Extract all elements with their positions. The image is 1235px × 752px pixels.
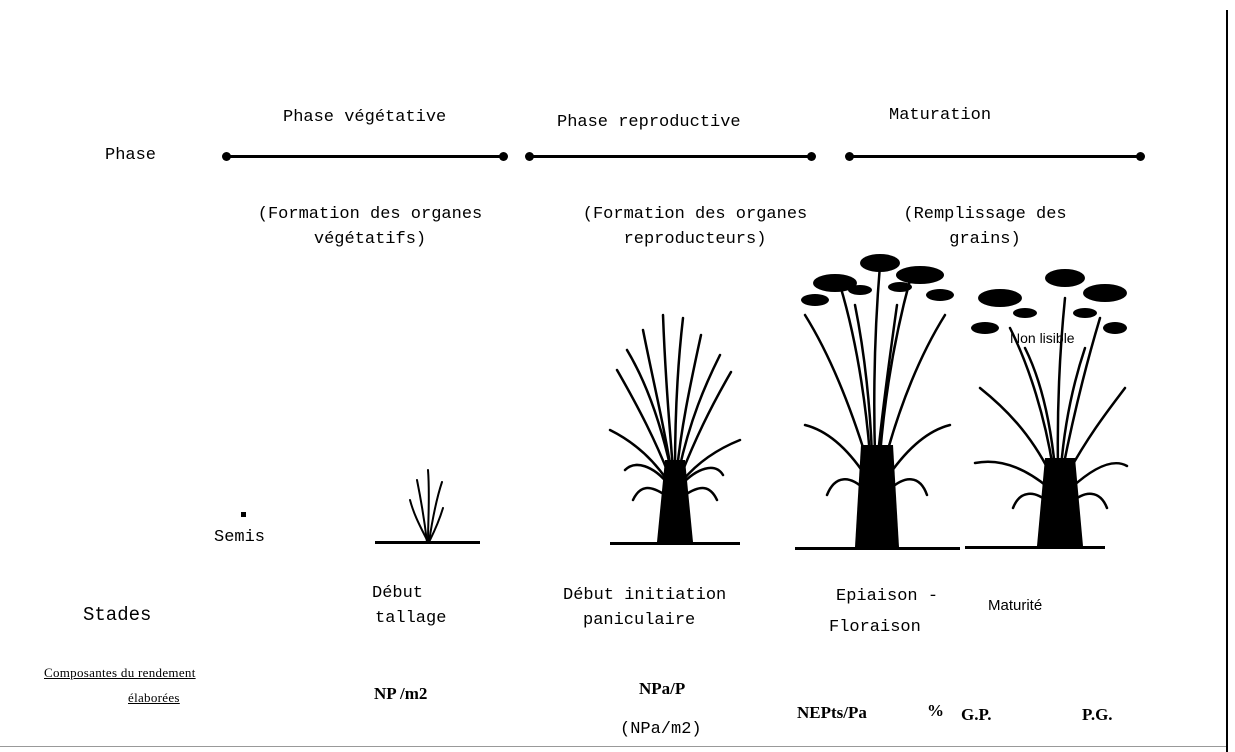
component-np-m2: NP /m2 — [374, 684, 427, 704]
phase-desc-reproductive-line1: (Formation des organes — [550, 205, 840, 224]
stage-initiation-line1: Début initiation — [563, 586, 726, 605]
components-label-line2: élaborées — [128, 690, 180, 706]
seedling-illustration — [370, 460, 485, 552]
bottom-rule — [0, 746, 1226, 747]
stage-debut-tallage-line2: tallage — [375, 609, 446, 628]
phase-row-label: Phase — [105, 146, 156, 165]
stage-maturite: Maturité — [988, 597, 1042, 614]
phase-line-vegetative-start-dot — [222, 152, 231, 161]
stage-epiaison-line1: Epiaison - — [836, 587, 938, 606]
seed-icon — [241, 512, 246, 517]
phase-line-reproductive — [530, 155, 812, 158]
component-npa-m2: (NPa/m2) — [620, 720, 702, 739]
phase-desc-vegetative-line2: végétatifs) — [225, 230, 515, 249]
phase-title-reproductive: Phase reproductive — [557, 113, 741, 132]
phase-title-vegetative: Phase végétative — [283, 108, 446, 127]
component-nepts-pa: NEPts/Pa — [797, 703, 867, 723]
components-label-line1: Composantes du rendement — [44, 665, 196, 681]
phase-line-vegetative-end-dot — [499, 152, 508, 161]
flowering-plant-illustration — [795, 245, 960, 555]
component-percent: % — [927, 701, 944, 721]
tillering-plant-illustration — [605, 310, 745, 552]
semis-label: Semis — [214, 528, 265, 547]
component-pg: P.G. — [1082, 705, 1113, 725]
phase-line-vegetative — [227, 155, 504, 158]
mature-plant-illustration — [965, 258, 1130, 555]
stage-epiaison-line2: Floraison — [829, 618, 921, 637]
phase-desc-vegetative-line1: (Formation des organes — [225, 205, 515, 224]
component-npa-p: NPa/P — [639, 679, 685, 699]
phase-desc-maturation-line1: (Remplissage des — [870, 205, 1100, 224]
stages-row-label: Stades — [83, 604, 151, 626]
plant-overlay-text: Non lisible — [1010, 330, 1075, 346]
phase-line-maturation-end-dot — [1136, 152, 1145, 161]
phase-line-maturation — [850, 155, 1140, 158]
component-gp: G.P. — [961, 705, 992, 725]
stage-initiation-line2: paniculaire — [583, 611, 695, 630]
right-border — [1226, 10, 1228, 752]
stage-debut-tallage-line1: Début — [372, 584, 423, 603]
phase-title-maturation: Maturation — [889, 106, 991, 125]
phase-line-reproductive-start-dot — [525, 152, 534, 161]
phase-line-reproductive-end-dot — [807, 152, 816, 161]
phase-line-maturation-start-dot — [845, 152, 854, 161]
